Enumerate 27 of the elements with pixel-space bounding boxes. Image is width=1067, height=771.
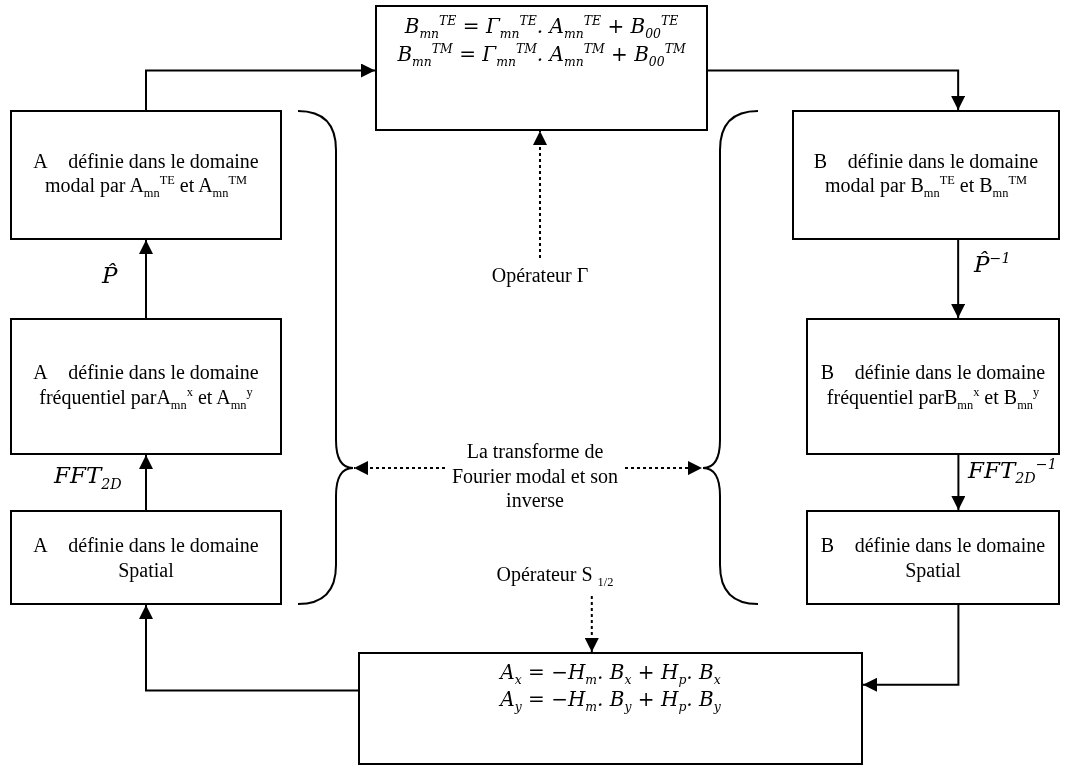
arrow bbox=[139, 454, 153, 511]
arrow bbox=[145, 63, 376, 111]
arrow bbox=[584, 595, 599, 653]
arrow bbox=[353, 461, 446, 476]
equation: A$_{y}$ = −H$_{m}$. B$_{y}$ + H$_{p}$. B$_{y}$ bbox=[500, 687, 721, 715]
process-box bbox=[10, 318, 282, 455]
process-box bbox=[792, 110, 1060, 240]
arrow bbox=[707, 69, 966, 111]
process-box bbox=[806, 318, 1060, 455]
process-box bbox=[10, 110, 282, 240]
arrow bbox=[624, 461, 703, 476]
operator-label: Opérateur Γ bbox=[491, 262, 589, 288]
box-text: A⃗ définie dans le domaine Spatial bbox=[32, 533, 260, 582]
arrow bbox=[139, 239, 153, 319]
box-text: B⃗ définie dans le domaine Spatial bbox=[819, 533, 1047, 582]
operator-label: Opérateur S $_{1/2}$ bbox=[496, 561, 614, 591]
process-box bbox=[375, 5, 708, 131]
arrow bbox=[951, 239, 966, 319]
arrow bbox=[139, 604, 359, 692]
operator-label: La transforme de Fourier modal et son inverse bbox=[450, 439, 620, 513]
process-box bbox=[806, 510, 1060, 605]
arrow bbox=[862, 604, 960, 692]
arrow bbox=[533, 130, 547, 259]
process-box bbox=[358, 652, 863, 765]
process-box bbox=[10, 510, 282, 605]
arrow bbox=[951, 454, 966, 511]
equation: A$_{x}$ = −H$_{m}$. B$_{x}$ + H$_{p}$. B$_{x}$ bbox=[500, 660, 721, 688]
